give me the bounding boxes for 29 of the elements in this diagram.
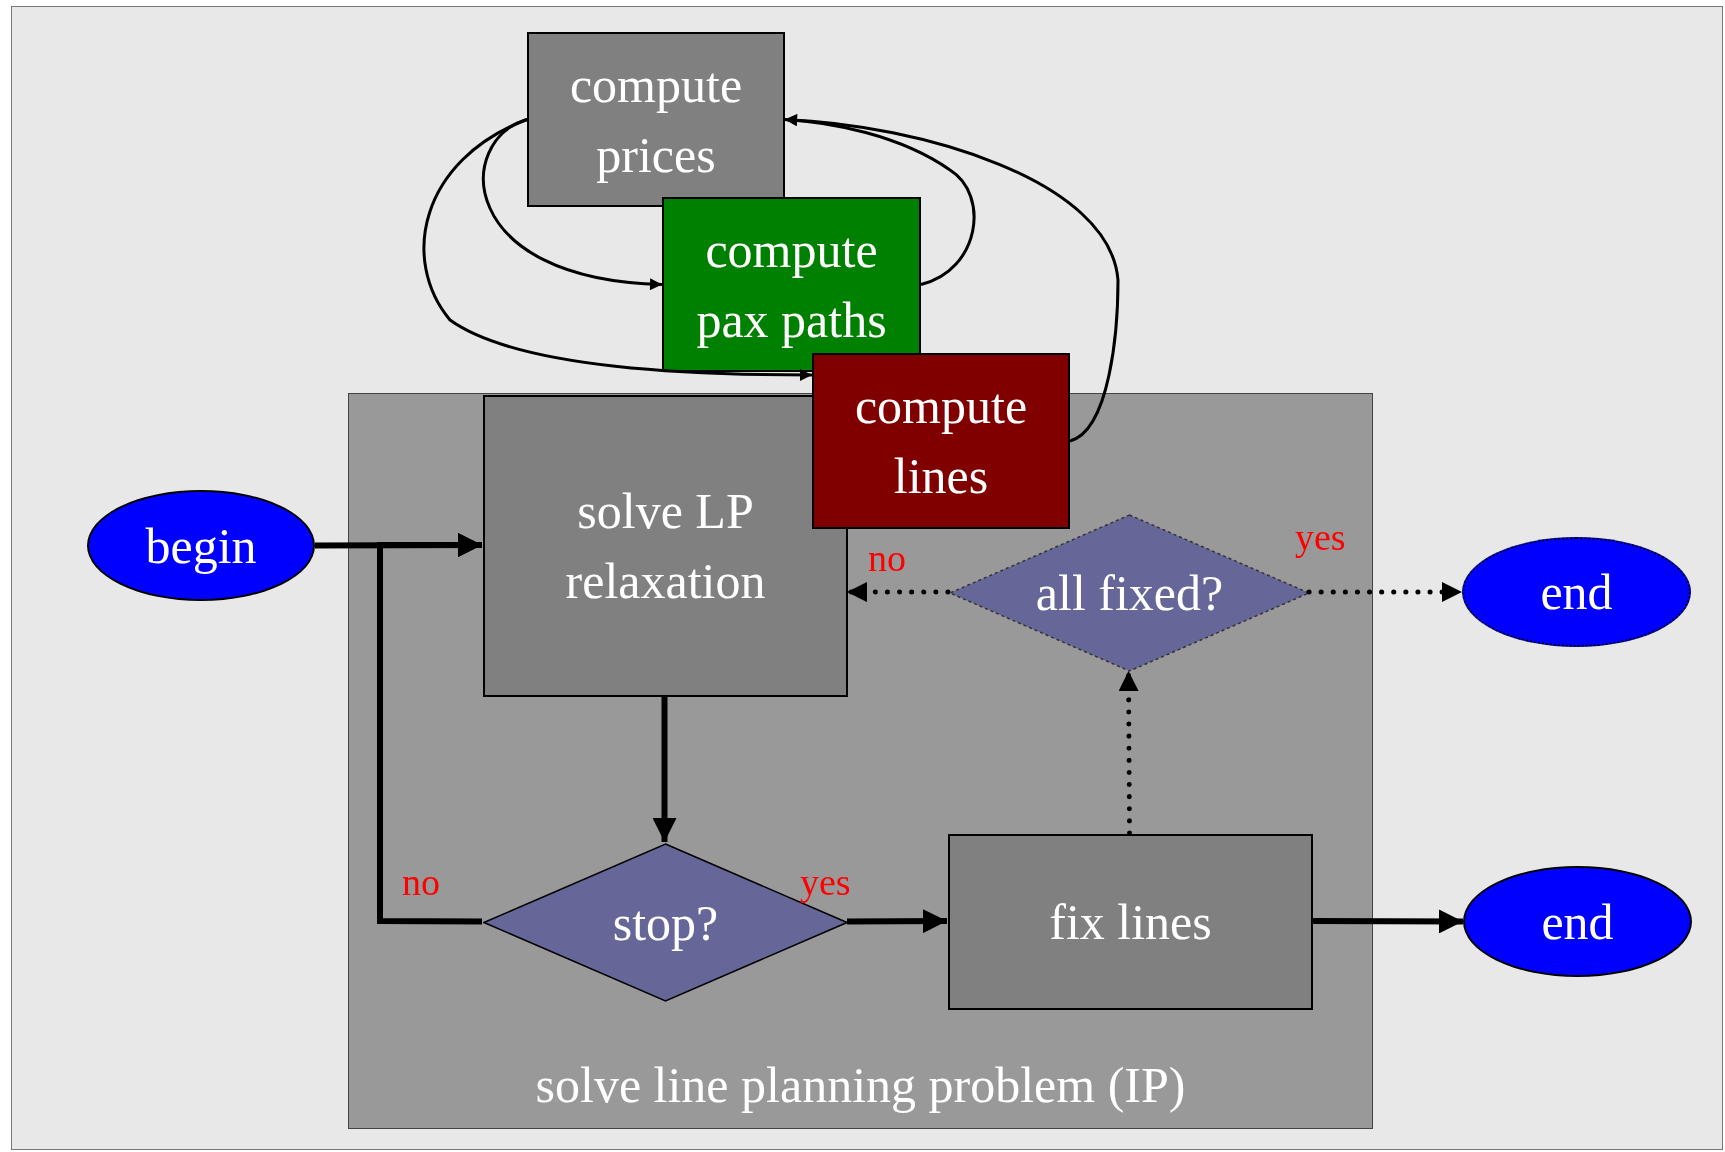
node-label: compute lines [853, 377, 1029, 506]
group-title: solve line planning problem (IP) [535, 1056, 1186, 1115]
node-label: end [1540, 563, 1613, 622]
arrow [847, 909, 947, 934]
edge-label: yes [800, 860, 851, 904]
node-label: begin [145, 516, 257, 576]
decision-diamond [483, 843, 848, 1002]
edge-label: no [868, 536, 906, 580]
node-label: end [1541, 892, 1614, 952]
process-box [812, 353, 1070, 529]
node-label: all fixed? [1035, 564, 1224, 623]
process-box [483, 395, 848, 697]
arrow [652, 696, 677, 842]
arrow [1118, 668, 1139, 836]
edge-label: no [402, 860, 440, 904]
node-label: compute prices [568, 55, 744, 185]
arrow [482, 118, 663, 290]
arrow [784, 114, 1120, 443]
process-box [662, 197, 921, 372]
arrow [1312, 909, 1463, 934]
process-box [527, 32, 785, 207]
node-label: solve LP relaxation [564, 482, 767, 611]
process-box [948, 834, 1313, 1010]
edge-label: yes [1295, 515, 1346, 559]
arrow [377, 533, 482, 925]
group-box [348, 393, 1373, 1129]
arrow [422, 118, 812, 381]
node-label: stop? [612, 893, 719, 953]
node-label: fix lines [1048, 893, 1213, 952]
